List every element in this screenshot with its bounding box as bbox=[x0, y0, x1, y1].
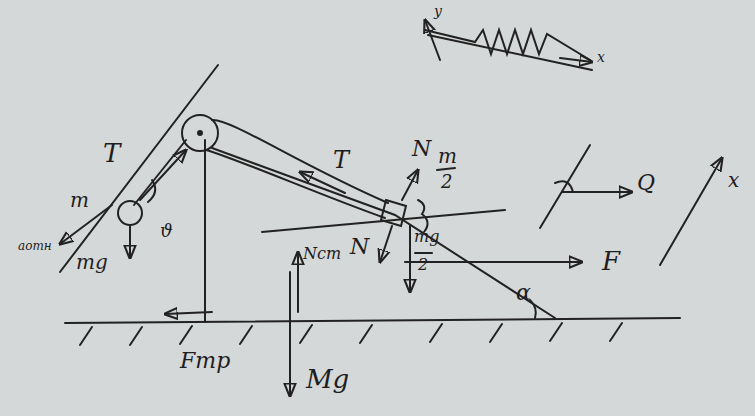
force-label: x bbox=[728, 170, 739, 190]
force-label: N bbox=[350, 236, 369, 258]
force-label: Q bbox=[637, 172, 655, 194]
force-label: F bbox=[602, 248, 620, 274]
force-label: m bbox=[70, 190, 89, 210]
force-label: Mg bbox=[306, 366, 349, 392]
force-label: T bbox=[333, 148, 349, 172]
force-label: Fтр bbox=[180, 350, 230, 372]
force-label: mg bbox=[76, 252, 108, 272]
force-label: aотн bbox=[18, 240, 52, 252]
force-label: 2 bbox=[441, 173, 452, 191]
force-label: 2 bbox=[418, 257, 428, 273]
force-label: x bbox=[597, 50, 605, 64]
force-label: α bbox=[516, 282, 531, 304]
force-label: N bbox=[412, 138, 431, 160]
force-label: mg bbox=[414, 229, 439, 245]
force-label: T bbox=[103, 140, 120, 166]
force-label: Ncm bbox=[303, 246, 341, 262]
force-label: m bbox=[438, 146, 457, 166]
force-label: ϑ bbox=[160, 222, 173, 240]
force-label: y bbox=[434, 4, 442, 18]
